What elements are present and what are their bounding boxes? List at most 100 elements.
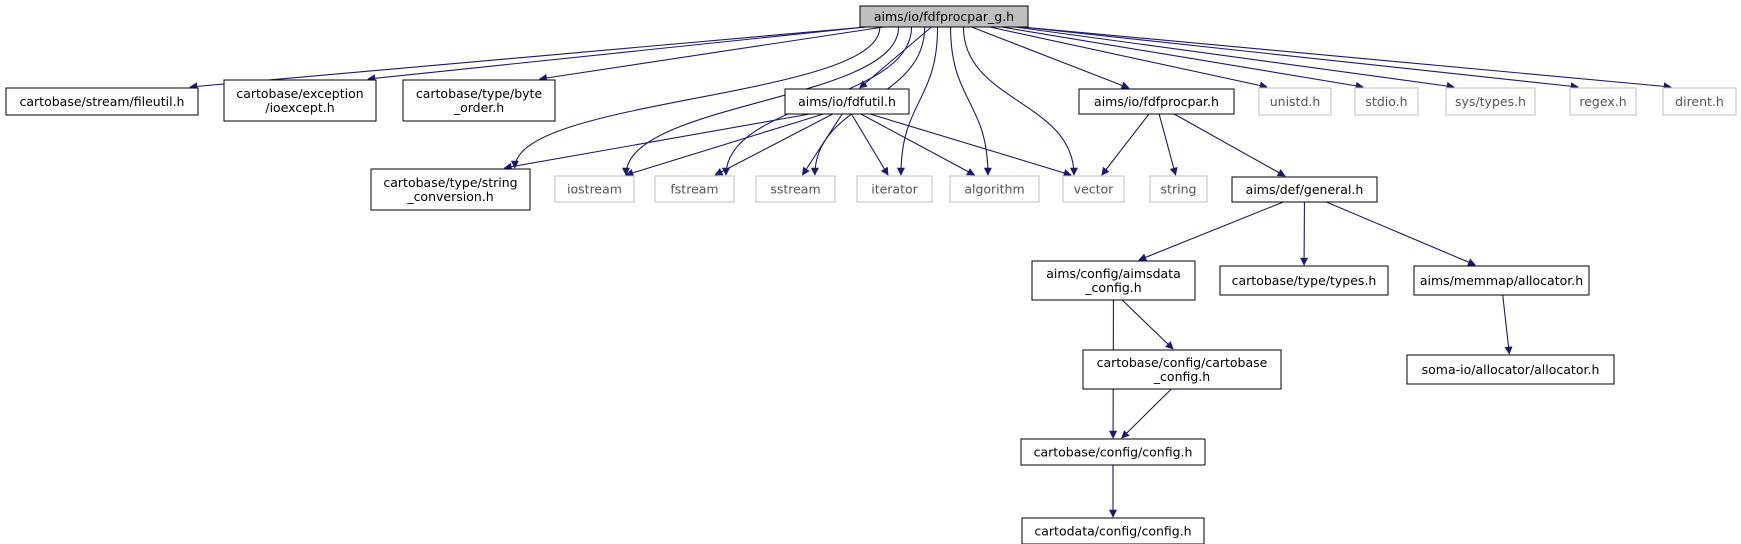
node-label: stdio.h	[1365, 94, 1407, 109]
edge-fdfutil-to-vector	[869, 113, 1072, 177]
node-label: cartobase/config/cartobase	[1097, 355, 1268, 370]
node-box	[1031, 260, 1196, 301]
node-aimsdata[interactable]: aims/config/aimsdata_config.h	[1031, 260, 1196, 301]
edge-root-to-stdio	[1001, 26, 1364, 90]
node-box	[1082, 349, 1282, 390]
edge-root-to-ioexcept	[367, 26, 867, 83]
node-stdio: stdio.h	[1354, 87, 1419, 116]
node-unistd: unistd.h	[1258, 87, 1332, 116]
node-root[interactable]: aims/io/fdfprocpar_g.h	[859, 5, 1029, 28]
node-iostream: iostream	[554, 175, 635, 203]
node-label: _conversion.h	[406, 189, 493, 204]
node-fstream: fstream	[654, 175, 735, 203]
edge-cbconfig-to-config	[1121, 388, 1172, 439]
node-label: unistd.h	[1270, 94, 1321, 109]
node-iterator: iterator	[856, 175, 933, 203]
edge-fdfutil-to-iostream	[625, 113, 824, 177]
node-box	[1354, 87, 1419, 116]
edge-aimsdata-to-cbconfig	[1121, 299, 1174, 350]
node-box	[856, 175, 933, 203]
node-label: _order.h	[453, 100, 504, 115]
edge-root-to-iostream	[622, 26, 900, 176]
node-systypes: sys/types.h	[1445, 87, 1536, 116]
node-types[interactable]: cartobase/type/types.h	[1219, 265, 1389, 296]
node-label: aims/memmap/allocator.h	[1420, 273, 1583, 288]
node-box	[223, 79, 377, 122]
node-label: aims/io/fdfprocpar_g.h	[874, 9, 1014, 24]
edge-fdfutil-to-iterator	[850, 113, 889, 176]
node-string: string	[1149, 175, 1208, 203]
node-box	[1258, 87, 1332, 116]
edge-memalloc-to-somaalloc	[1502, 294, 1513, 355]
node-somaalloc[interactable]: soma-io/allocator/allocator.h	[1406, 354, 1615, 385]
node-label: cartobase/config/config.h	[1034, 445, 1193, 460]
node-dirent: dirent.h	[1662, 87, 1737, 116]
node-box	[1413, 265, 1590, 296]
node-label: aims/io/fdfutil.h	[798, 94, 896, 109]
node-box	[1021, 517, 1205, 544]
node-box	[1062, 175, 1125, 203]
node-label: sstream	[770, 182, 820, 197]
edge-root-to-algorithm	[950, 26, 992, 176]
edge-general-to-aimsdata	[1138, 201, 1284, 262]
node-memalloc[interactable]: aims/memmap/allocator.h	[1413, 265, 1590, 296]
node-general[interactable]: aims/def/general.h	[1231, 176, 1378, 203]
node-label: fstream	[670, 182, 718, 197]
node-box	[370, 168, 531, 211]
node-fdfprocpar[interactable]: aims/io/fdfprocpar.h	[1078, 88, 1235, 115]
node-box	[755, 175, 836, 203]
edge-general-to-memalloc	[1326, 201, 1476, 266]
node-byteorder[interactable]: cartobase/type/byte_order.h	[402, 79, 556, 122]
node-label: _config.h	[1084, 280, 1141, 295]
edge-root-to-vector	[962, 26, 1078, 176]
node-sstream: sstream	[755, 175, 836, 203]
edge-fdfprocpar-to-general	[1173, 113, 1286, 177]
edge-root-to-strconv	[510, 26, 881, 169]
node-regex: regex.h	[1569, 87, 1637, 116]
node-strconv[interactable]: cartobase/type/string_conversion.h	[370, 168, 531, 211]
node-box	[1149, 175, 1208, 203]
node-box	[554, 175, 635, 203]
node-label: soma-io/allocator/allocator.h	[1422, 362, 1600, 377]
node-config[interactable]: cartobase/config/config.h	[1020, 438, 1206, 466]
edge-fdfutil-to-algorithm	[860, 113, 976, 176]
edge-root-to-unistd	[989, 26, 1268, 90]
edge-root-to-dirent	[1021, 26, 1672, 91]
node-fdfutil[interactable]: aims/io/fdfutil.h	[784, 88, 910, 115]
node-box	[402, 79, 556, 122]
edge-root-to-systypes	[1014, 26, 1455, 90]
node-label: sys/types.h	[1455, 94, 1526, 109]
node-box	[1569, 87, 1637, 116]
node-label: cartobase/type/string	[383, 175, 517, 190]
edge-root-to-regex	[1021, 26, 1579, 91]
node-cbconfig[interactable]: cartobase/config/cartobase_config.h	[1082, 349, 1282, 390]
node-label: aims/def/general.h	[1246, 182, 1364, 197]
node-box	[784, 88, 910, 115]
node-fileutil[interactable]: cartobase/stream/fileutil.h	[5, 87, 199, 116]
node-box	[1662, 87, 1737, 116]
node-box	[1219, 265, 1389, 296]
node-label: string	[1161, 182, 1197, 197]
node-cdconfig[interactable]: cartodata/config/config.h	[1021, 517, 1205, 544]
node-label: cartodata/config/config.h	[1034, 524, 1191, 539]
edge-fdfprocpar-to-string	[1158, 113, 1178, 176]
node-label: iterator	[871, 182, 918, 197]
node-box	[1020, 438, 1206, 466]
node-box	[1231, 176, 1378, 203]
node-label: regex.h	[1579, 94, 1626, 109]
node-label: iostream	[567, 182, 622, 197]
node-box	[1445, 87, 1536, 116]
node-ioexcept[interactable]: cartobase/exception/ioexcept.h	[223, 79, 377, 122]
node-label: algorithm	[964, 182, 1024, 197]
node-box	[5, 87, 199, 116]
node-box	[949, 175, 1040, 203]
node-label: aims/config/aimsdata	[1046, 266, 1180, 281]
edge-root-to-byteorder	[538, 26, 884, 82]
node-label: vector	[1074, 182, 1115, 197]
edge-fdfutil-to-fstream	[714, 113, 834, 176]
node-label: cartobase/stream/fileutil.h	[20, 94, 185, 109]
edge-root-to-fileutil	[189, 26, 867, 91]
node-label: /ioexcept.h	[265, 100, 334, 115]
edge-fdfprocpar-to-vector	[1101, 113, 1150, 176]
